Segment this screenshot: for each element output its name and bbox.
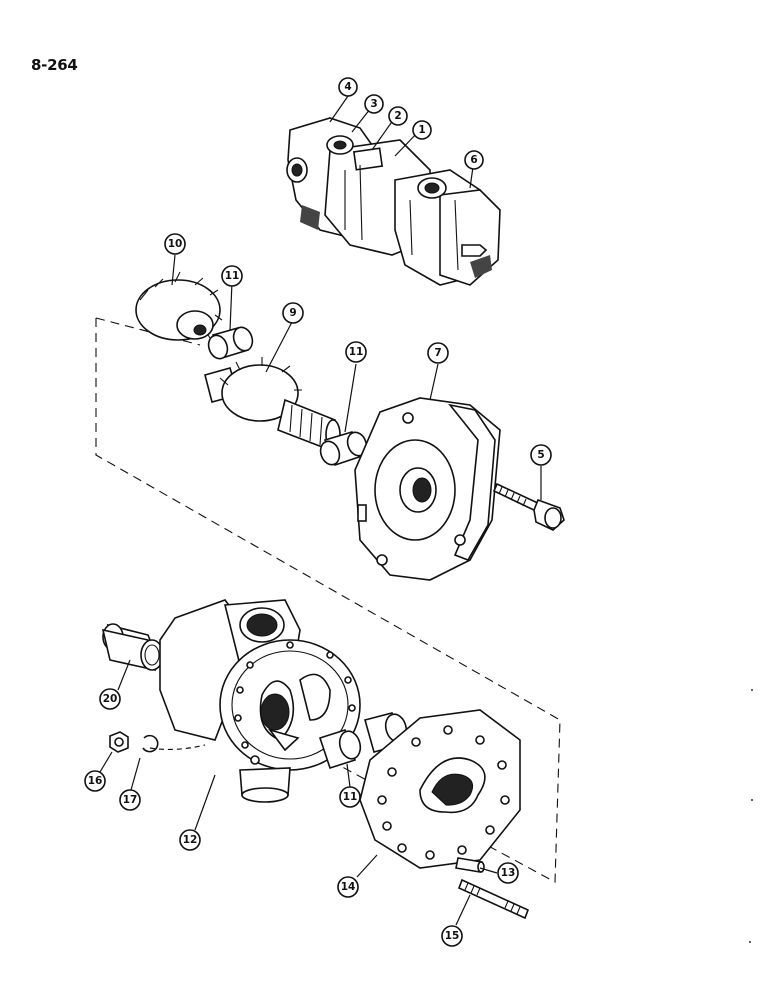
- callout-12: 12: [179, 829, 201, 851]
- callout-16: 16: [84, 770, 106, 792]
- callout-5: 5: [530, 444, 552, 466]
- page-speck: [749, 941, 751, 943]
- cover-plate-7: [354, 397, 501, 581]
- svg-text:7: 7: [434, 347, 441, 359]
- svg-text:11: 11: [225, 270, 240, 282]
- page-speck: [751, 799, 753, 801]
- svg-text:16: 16: [88, 775, 103, 787]
- svg-text:13: 13: [501, 867, 516, 879]
- svg-text:20: 20: [103, 693, 118, 705]
- svg-text:2: 2: [394, 110, 401, 122]
- svg-text:4: 4: [344, 81, 351, 93]
- callout-10: 10: [164, 233, 186, 255]
- svg-text:14: 14: [341, 881, 356, 893]
- svg-text:5: 5: [537, 449, 544, 461]
- callout-9: 9: [282, 302, 304, 324]
- page-speck: [751, 689, 753, 691]
- bushings-11-lower: [318, 712, 408, 770]
- gear-plate-14: [359, 709, 521, 869]
- dowel-pin-13: [455, 857, 485, 873]
- bushing-11-middle: [319, 431, 368, 466]
- gear-shaft-9: [204, 357, 341, 452]
- svg-text:6: 6: [470, 154, 477, 166]
- svg-text:15: 15: [445, 930, 460, 942]
- callout-20: 20: [99, 688, 121, 710]
- stud-15: [457, 878, 530, 920]
- washer-17: [142, 734, 159, 753]
- callout-14: 14: [337, 876, 359, 898]
- svg-text:10: 10: [168, 238, 183, 250]
- callout-11-middle: 11: [345, 341, 367, 363]
- callout-7: 7: [427, 342, 449, 364]
- pump-assembly: [286, 117, 501, 286]
- pump-body-12: [159, 599, 361, 803]
- callout-11-lower: 11: [339, 786, 361, 808]
- sleeve-20: [101, 623, 164, 672]
- callout-13: 13: [497, 862, 519, 884]
- svg-text:1: 1: [418, 124, 425, 136]
- svg-text:3: 3: [370, 98, 377, 110]
- svg-text:9: 9: [289, 307, 296, 319]
- callout-2: 2: [388, 106, 408, 126]
- callout-17: 17: [119, 789, 141, 811]
- callout-3: 3: [364, 94, 384, 114]
- callout-6: 6: [464, 150, 484, 170]
- nut-16: [109, 731, 129, 753]
- bolt-5: [492, 482, 565, 531]
- svg-text:12: 12: [183, 834, 198, 846]
- callout-11-upper: 11: [221, 265, 243, 287]
- callout-15: 15: [441, 925, 463, 947]
- drive-gear-10: [135, 271, 223, 341]
- svg-text:17: 17: [123, 794, 138, 806]
- bushing-11-upper: [207, 326, 254, 360]
- callout-4: 4: [338, 77, 358, 97]
- svg-text:11: 11: [349, 346, 364, 358]
- svg-text:11: 11: [343, 791, 358, 803]
- page-number: 8-264: [31, 56, 78, 74]
- callout-1: 1: [412, 120, 432, 140]
